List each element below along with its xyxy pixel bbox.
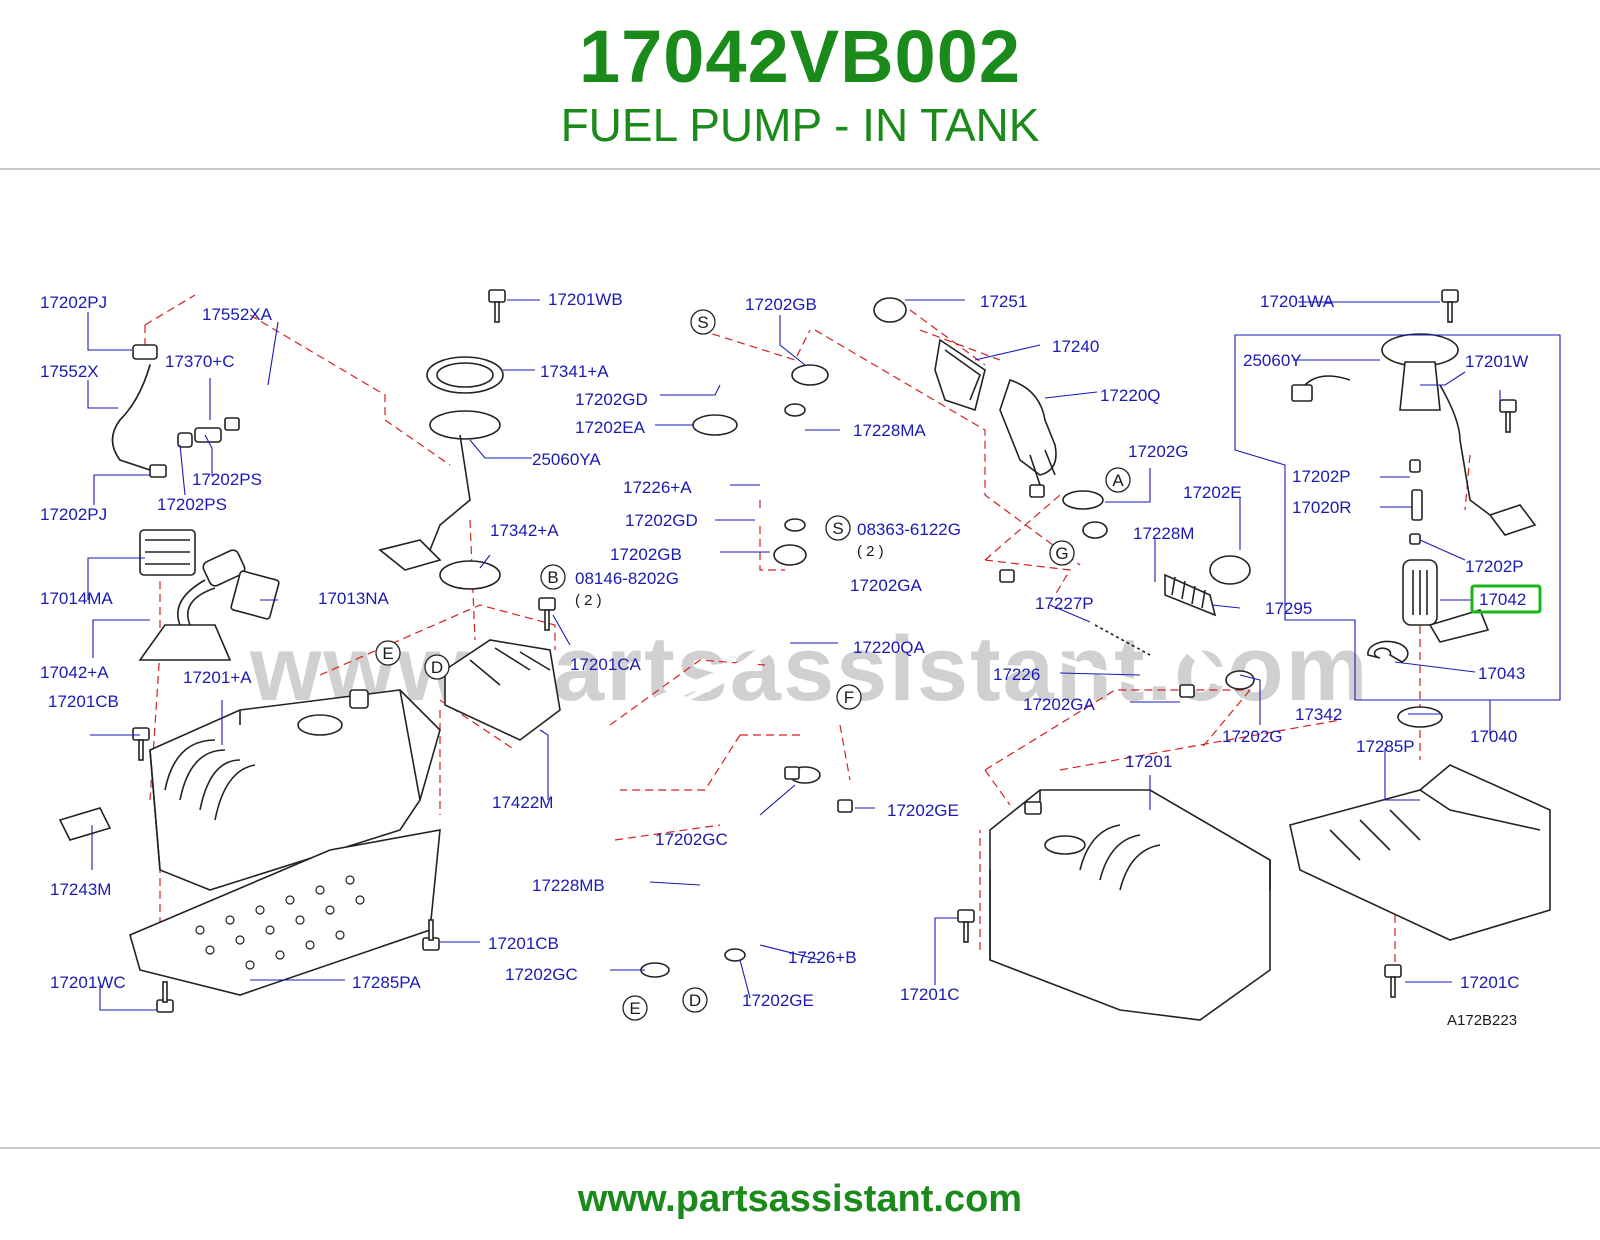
label-17342: 17342 <box>1295 705 1342 724</box>
label-17201cb-top: 17201CB <box>48 692 119 711</box>
label-08363-6122g: 08363-6122G <box>857 520 961 539</box>
circle-letter-g-right: G <box>1055 544 1068 563</box>
circle-letter-e-bottom: E <box>629 999 640 1018</box>
label-17040: 17040 <box>1470 727 1517 746</box>
circle-letter-f: F <box>844 688 854 707</box>
label-17370c: 17370+C <box>165 352 234 371</box>
footer-divider <box>0 1147 1600 1149</box>
label-17202gc-a: 17202GC <box>655 830 728 849</box>
label-17228ma: 17228MA <box>853 421 926 440</box>
label-17228m: 17228M <box>1133 524 1194 543</box>
label-17201c-a: 17201C <box>900 985 960 1004</box>
circle-letter-a: A <box>1112 471 1124 490</box>
label-17202g-a: 17202G <box>1128 442 1189 461</box>
label-08146-8202g: 08146-8202G <box>575 569 679 588</box>
label-17202ea: 17202EA <box>575 418 646 437</box>
label-17202ps-a: 17202PS <box>192 470 262 489</box>
reference-circles: S B E D S F A G E D <box>375 309 1131 1021</box>
label-17202ge-b: 17202GE <box>742 991 814 1010</box>
header: 17042VB002 FUEL PUMP - IN TANK <box>0 0 1600 168</box>
label-17285pa: 17285PA <box>352 973 421 992</box>
label-17202gb-b: 17202GB <box>610 545 682 564</box>
label-17202p-b: 17202P <box>1465 557 1524 576</box>
label-17020r: 17020R <box>1292 498 1352 517</box>
circle-letter-s: S <box>832 519 843 538</box>
figure-code: A172B223 <box>1447 1012 1517 1029</box>
qty-note-b: ( 2 ) <box>575 592 602 609</box>
circle-letter-g-top: S <box>697 313 708 332</box>
label-17228mb: 17228MB <box>532 876 605 895</box>
label-17201c-b: 17201C <box>1460 973 1520 992</box>
label-17285p: 17285P <box>1356 737 1415 756</box>
part-drawings <box>58 289 1561 1021</box>
label-17202ga-b: 17202GA <box>1023 695 1095 714</box>
label-17014ma: 17014MA <box>40 589 113 608</box>
label-17251: 17251 <box>980 292 1027 311</box>
label-17202ps-b: 17202PS <box>157 495 227 514</box>
label-17240: 17240 <box>1052 337 1099 356</box>
label-17201wa: 17201WA <box>1260 292 1335 311</box>
label-17226a: 17226+A <box>623 478 692 497</box>
label-17342a: 17342+A <box>490 521 559 540</box>
footer-website-link[interactable]: www.partsassistant.com <box>577 1178 1023 1220</box>
label-17201wc: 17201WC <box>50 973 126 992</box>
label-17042-highlighted: 17042 <box>1479 590 1526 609</box>
circle-letter-d-left: D <box>431 658 443 677</box>
circle-letter-d-bottom: D <box>689 991 701 1010</box>
label-25060y: 25060Y <box>1243 351 1302 370</box>
circle-letter-b: B <box>547 568 558 587</box>
label-17552x: 17552X <box>40 362 99 381</box>
label-25060ya: 25060YA <box>532 450 601 469</box>
label-17341a: 17341+A <box>540 362 609 381</box>
label-17220q: 17220Q <box>1100 386 1161 405</box>
label-17201ca: 17201CA <box>570 655 642 674</box>
highlight-box-17042 <box>1470 584 1542 614</box>
label-17202pj-bottom: 17202PJ <box>40 505 107 524</box>
part-name-subtitle: FUEL PUMP - IN TANK <box>560 99 1040 151</box>
label-17202ga-a: 17202GA <box>850 576 922 595</box>
label-17201wb: 17201WB <box>548 290 623 309</box>
label-17226: 17226 <box>993 665 1040 684</box>
watermark-text: www.partsassistant.com <box>249 618 1369 720</box>
label-17201: 17201 <box>1125 752 1172 771</box>
label-17220qa: 17220QA <box>853 638 925 657</box>
label-17422m: 17422M <box>492 793 553 812</box>
label-17201a: 17201+A <box>183 668 252 687</box>
parts-diagram: www.partsassistant.com <box>40 289 1561 1029</box>
label-17042a: 17042+A <box>40 663 109 682</box>
label-17552xa: 17552XA <box>202 305 273 324</box>
label-17243m: 17243M <box>50 880 111 899</box>
part-labels: 17202PJ 17552XA 17552X 17370+C 17202PS 1… <box>40 290 1542 1029</box>
header-divider <box>0 168 1600 170</box>
label-17202gd-b: 17202GD <box>625 511 698 530</box>
qty-note-s: ( 2 ) <box>857 543 884 560</box>
label-17202p-a: 17202P <box>1292 467 1351 486</box>
label-17202ge-a: 17202GE <box>887 801 959 820</box>
label-17202e: 17202E <box>1183 483 1242 502</box>
label-17226b: 17226+B <box>788 948 857 967</box>
part-number-title: 17042VB002 <box>578 15 1022 98</box>
circle-letter-e-left: E <box>382 644 393 663</box>
label-17202gb-top: 17202GB <box>745 295 817 314</box>
label-17202pj-top: 17202PJ <box>40 293 107 312</box>
label-17043: 17043 <box>1478 664 1525 683</box>
label-17202gc-b: 17202GC <box>505 965 578 984</box>
label-17201cb-bottom: 17201CB <box>488 934 559 953</box>
label-17295: 17295 <box>1265 599 1312 618</box>
label-17202g-b: 17202G <box>1222 727 1283 746</box>
label-17013na: 17013NA <box>318 589 390 608</box>
leader-lines <box>87 299 1501 1011</box>
label-17202gd-a: 17202GD <box>575 390 648 409</box>
label-17227p: 17227P <box>1035 594 1094 613</box>
label-17201w: 17201W <box>1465 352 1528 371</box>
